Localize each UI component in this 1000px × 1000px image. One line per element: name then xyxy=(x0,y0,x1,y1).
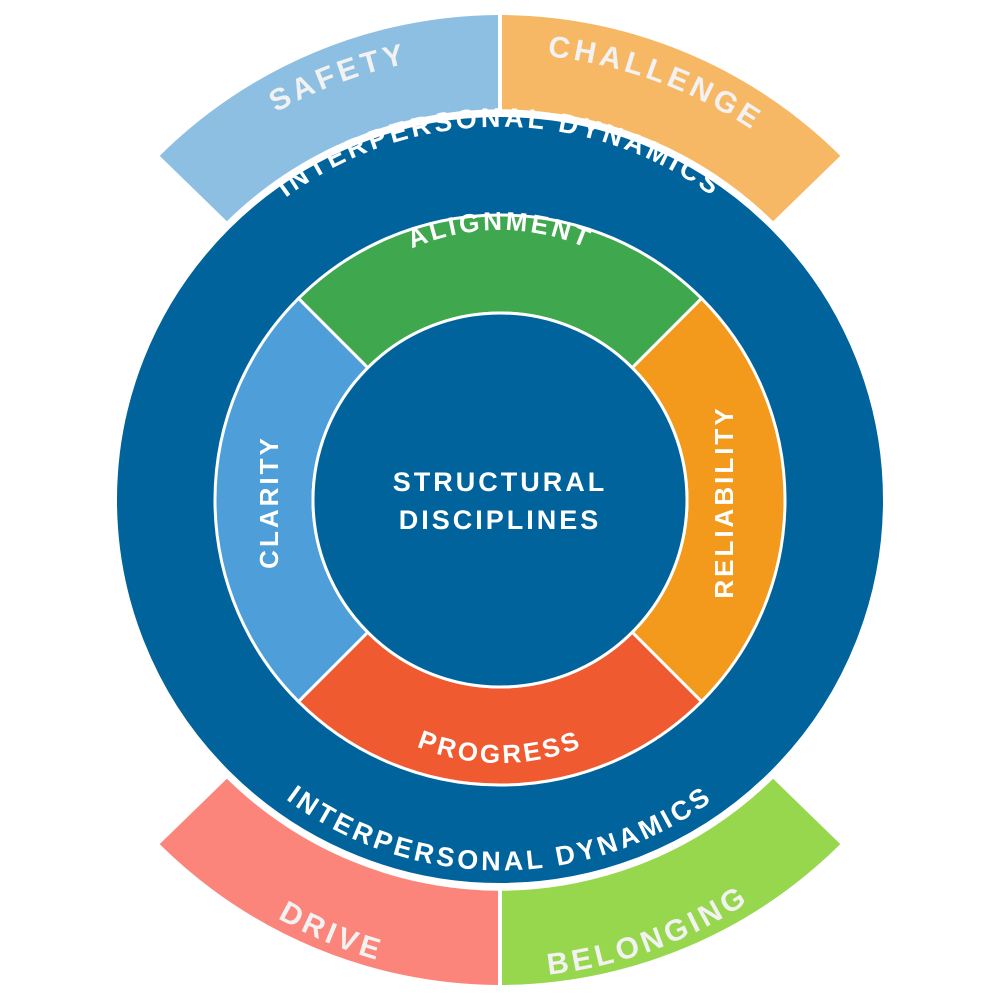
reliability-label: RELIABILITY xyxy=(709,405,739,598)
center-title-line1: STRUCTURAL xyxy=(393,467,607,497)
drive-tab xyxy=(159,778,498,985)
clarity-label: CLARITY xyxy=(254,435,284,569)
center-title-line2: DISCIPLINES xyxy=(399,505,602,535)
safety-tab xyxy=(159,15,498,222)
belonging-tab xyxy=(502,778,841,985)
structural-disciplines-center xyxy=(311,311,689,689)
challenge-tab xyxy=(502,15,841,222)
